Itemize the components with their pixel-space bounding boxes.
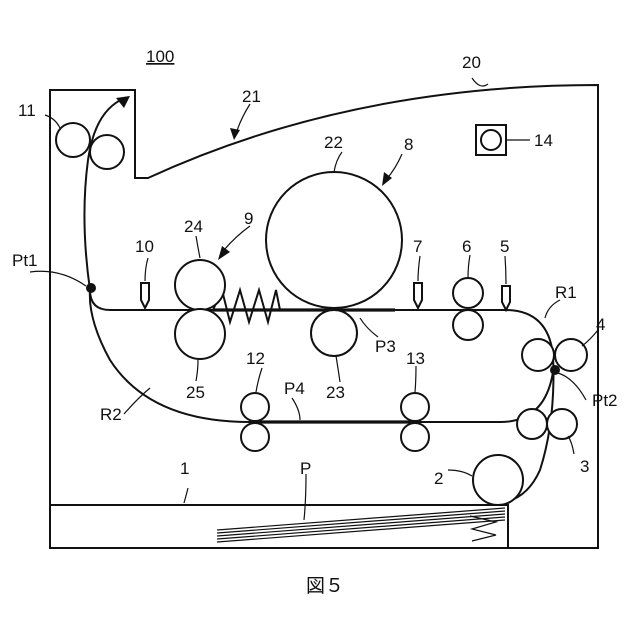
label-sensor-mid: 7 [413, 237, 422, 256]
label-heater-top-roller: 24 [184, 217, 203, 236]
label-rollers-mid-right: 6 [462, 237, 471, 256]
sensor-5-icon [502, 286, 510, 310]
sensor-7-icon [414, 283, 422, 308]
route-r2-path [84, 98, 125, 310]
label-route-two: R2 [100, 405, 122, 424]
paper-stack [217, 508, 505, 542]
roller-6-bottom [453, 310, 483, 340]
label-housing: 20 [462, 53, 481, 72]
roller-6-top [453, 278, 483, 308]
exit-roller-left [56, 123, 90, 157]
label-tray: 1 [180, 459, 189, 478]
figure-caption: 図５ [306, 575, 344, 597]
heating-roller-top [175, 260, 225, 310]
fixing-roller-top [266, 172, 402, 308]
roller-13-top [401, 393, 429, 421]
label-sheet-p4: P4 [284, 379, 305, 398]
roller-4-right [555, 339, 587, 371]
roller-3-right [547, 409, 577, 439]
fixing-roller-bottom [311, 310, 357, 356]
label-rollers-lower-right: 3 [580, 457, 589, 476]
roller-12-bottom [241, 423, 269, 451]
label-top-cover: 21 [242, 87, 261, 106]
roller-4-left [522, 339, 554, 371]
label-pickup-roller: 2 [434, 469, 443, 488]
roller-3-left [517, 409, 547, 439]
pointer-9-arrowhead-icon [218, 246, 230, 260]
sensor-10-icon [141, 283, 149, 308]
label-exit-rollers: 11 [18, 101, 36, 120]
label-fixing-roller-top: 22 [324, 133, 343, 152]
label-sensor-right: 5 [500, 237, 509, 256]
tray-outline [50, 505, 508, 548]
heating-roller-bottom [175, 309, 225, 359]
roller-12-top [241, 393, 269, 421]
label-fixing-roller-bottom: 23 [326, 383, 345, 402]
label-heating-unit: 9 [244, 209, 253, 228]
point-pt1-marker [86, 283, 96, 293]
label-paper: P [300, 459, 311, 478]
label-rollers-lower-left: 12 [246, 349, 265, 368]
label-sensor-left: 10 [135, 237, 154, 256]
apparatus-label: 100 [146, 47, 174, 66]
pointer-21-arrowhead-icon [230, 128, 240, 140]
label-rollers-lower-mid: 13 [406, 349, 425, 368]
label-rollers-right: 4 [596, 315, 605, 334]
label-point-right: Pt2 [592, 391, 618, 410]
exit-roller-right [90, 135, 124, 169]
label-heater-bottom-roller: 25 [186, 383, 205, 402]
pickup-roller [473, 455, 523, 505]
label-fixing-unit: 8 [404, 135, 413, 154]
roller-13-bottom [401, 423, 429, 451]
label-route-one: R1 [555, 283, 577, 302]
label-point-left: Pt1 [12, 251, 38, 270]
pointer-9-arrow [224, 226, 250, 250]
module-circle [481, 130, 501, 150]
label-sheet-p3: P3 [375, 337, 396, 356]
label-module: 14 [534, 131, 553, 150]
